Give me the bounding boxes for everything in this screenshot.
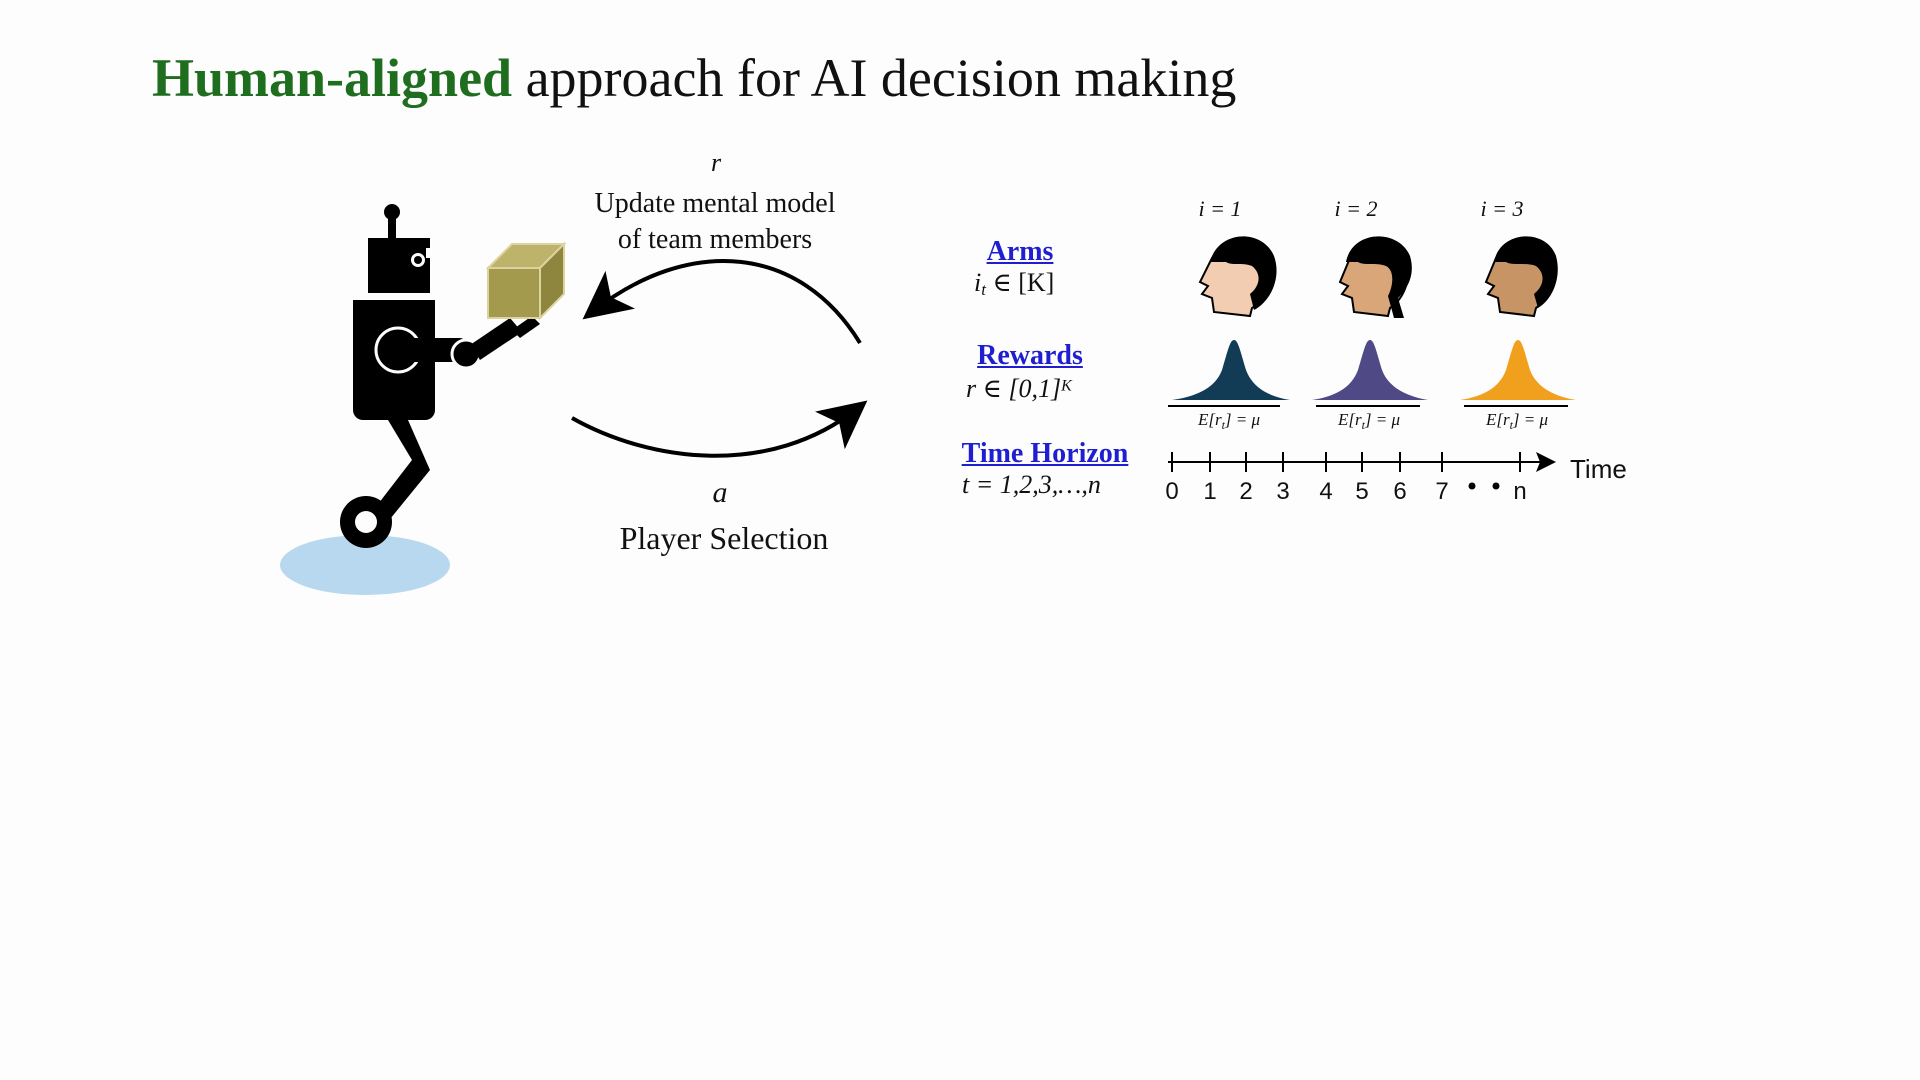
tick-label: 0 <box>1165 478 1179 505</box>
update-arrow <box>582 259 862 345</box>
arms-math-sub: t <box>981 280 986 300</box>
arms-math-var: i <box>974 268 982 297</box>
head-icon-arm-1 <box>1198 236 1277 318</box>
rewards-math-text: r ∈ [0,1] <box>966 374 1062 403</box>
arms-link[interactable]: Arms <box>986 236 1054 267</box>
arm-3-expectation: E[rt] = μ <box>1462 410 1572 433</box>
horizon-label-wrapper: Time Horizon <box>940 438 1150 470</box>
arm-1-expectation-text: E[r <box>1197 410 1222 429</box>
arm-2-expectation-text: E[r <box>1337 410 1362 429</box>
ellipsis-dot <box>1492 482 1500 490</box>
title-highlight: Human-aligned <box>152 48 513 108</box>
arms-math: it ∈ [K] <box>974 268 1054 300</box>
arm-2-expectation-sub: t <box>1361 418 1365 433</box>
reward-distribution-arm-3 <box>1460 340 1576 407</box>
tick-label: 2 <box>1239 478 1253 505</box>
ellipsis-dot <box>1468 482 1476 490</box>
arm-3-expectation-sub: t <box>1509 418 1513 433</box>
arm-1-expectation: E[rt] = μ <box>1174 410 1284 433</box>
arm-2-index: i = 2 <box>1334 196 1378 221</box>
tick-label: 5 <box>1355 478 1369 505</box>
feedback-symbol: r <box>710 148 722 177</box>
head-icon-arm-2 <box>1338 236 1412 318</box>
arm-1-expectation-sub: t <box>1221 418 1225 433</box>
time-axis <box>1168 452 1556 490</box>
arm-2-expectation: E[rt] = μ <box>1314 410 1424 433</box>
tick-label: 4 <box>1319 478 1333 505</box>
update-label-line1: Update mental model <box>594 188 836 219</box>
time-horizon-link[interactable]: Time Horizon <box>961 438 1129 469</box>
arm-2-expectation-rest: ] = μ <box>1364 410 1401 429</box>
rewards-math: r ∈ [0,1]K <box>966 374 1072 404</box>
tick-label: 6 <box>1393 478 1407 505</box>
arm-1-expectation-rest: ] = μ <box>1224 410 1261 429</box>
robot-shadow <box>280 535 450 595</box>
head-icon-arm-3 <box>1484 236 1558 318</box>
tick-label: 7 <box>1435 478 1449 505</box>
selection-arrow <box>571 400 868 458</box>
arm-3-index: i = 3 <box>1480 196 1524 221</box>
arm-1-index: i = 1 <box>1198 196 1242 221</box>
tick-label: 3 <box>1276 478 1290 505</box>
arm-3-expectation-text: E[r <box>1485 410 1510 429</box>
page-title: Human-aligned approach for AI decision m… <box>152 44 1236 112</box>
rewards-math-sup: K <box>1061 377 1072 395</box>
action-symbol: a <box>712 476 728 509</box>
arms-label-wrapper: Arms <box>960 236 1080 268</box>
robot-illustration <box>280 204 567 595</box>
tick-label: 1 <box>1203 478 1217 505</box>
title-rest: approach for AI decision making <box>512 48 1237 108</box>
selection-label: Player Selection <box>619 520 829 556</box>
cube-box <box>485 241 567 321</box>
rewards-link[interactable]: Rewards <box>977 340 1083 371</box>
rewards-label-wrapper: Rewards <box>950 340 1110 372</box>
time-axis-label: Time <box>1570 454 1627 484</box>
update-label: Update mental model of team members <box>560 186 870 258</box>
time-axis-ticks <box>1171 452 1521 472</box>
reward-distribution-arm-2 <box>1312 340 1428 407</box>
tick-label: n <box>1513 478 1527 505</box>
arm-3-expectation-rest: ] = μ <box>1512 410 1549 429</box>
horizon-math: t = 1,2,3,…,n <box>962 470 1101 499</box>
update-label-line2: of team members <box>617 224 813 255</box>
reward-distribution-arm-1 <box>1168 340 1290 407</box>
arms-math-rest: ∈ [K] <box>985 268 1055 297</box>
